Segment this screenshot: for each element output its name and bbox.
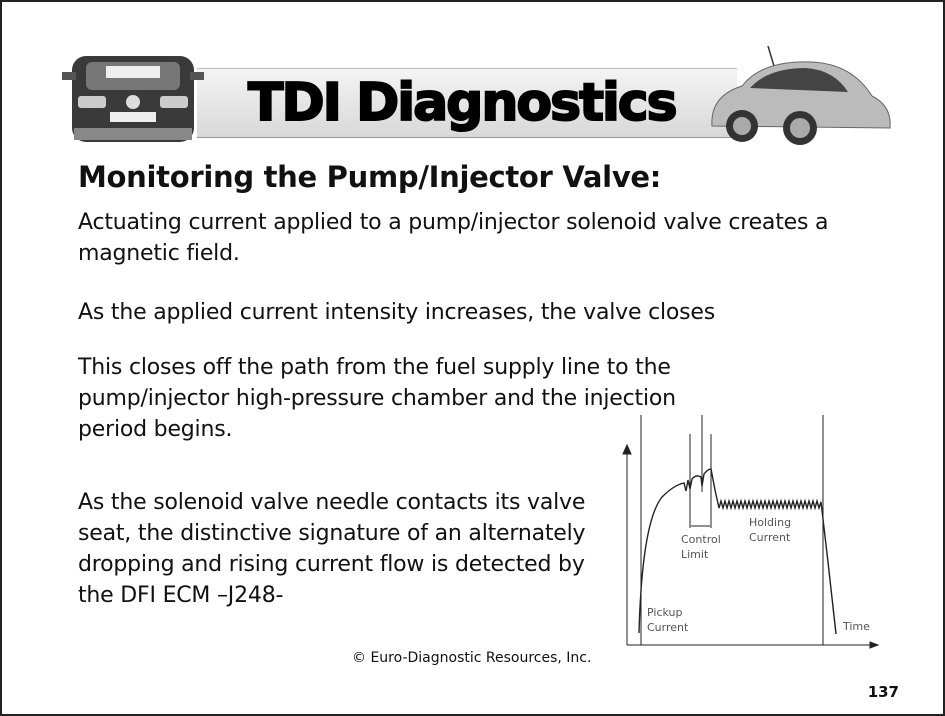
paragraph-1: Actuating current applied to a pump/inje…: [78, 210, 829, 266]
page-number: 137: [867, 683, 899, 701]
label-pickup: Pickup: [647, 606, 682, 619]
copyright: © Euro-Diagnostic Resources, Inc.: [352, 650, 592, 666]
header-title: TDI Diagnostics: [247, 72, 679, 134]
beetle-car-image: [711, 46, 891, 145]
slide-heading: Monitoring the Pump/Injector Valve:: [78, 160, 662, 194]
label-time: Time: [842, 620, 870, 633]
header-banner: [197, 68, 737, 138]
label-limit: Limit: [681, 548, 709, 561]
paragraph-4: As the solenoid valve needle contacts it…: [78, 490, 586, 608]
label-holding: Holding: [749, 516, 791, 529]
paragraph-3: This closes off the path from the fuel s…: [78, 355, 676, 442]
x-axis-arrow: [869, 641, 880, 649]
y-axis-arrow: [622, 443, 632, 455]
label-control: Control: [681, 533, 721, 546]
label-pickup-current: Current: [647, 621, 689, 634]
paragraph-2: As the applied current intensity increas…: [78, 300, 716, 325]
current-curve: [638, 468, 837, 635]
sedan-car-image: [62, 56, 204, 142]
label-holding-current: Current: [749, 531, 791, 544]
